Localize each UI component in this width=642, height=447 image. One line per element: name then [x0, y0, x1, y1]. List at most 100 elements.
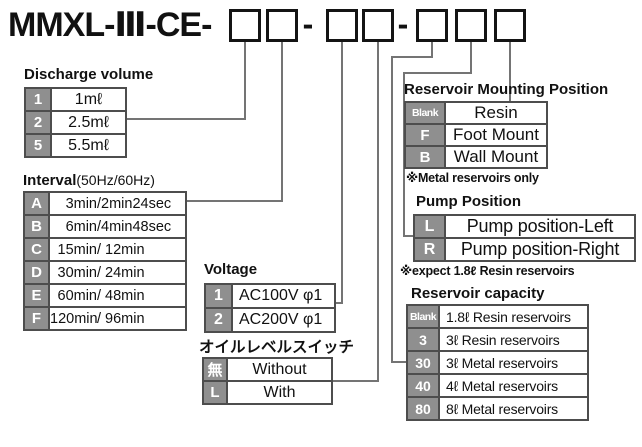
table-row: 2 2.5mℓ: [26, 110, 125, 133]
value-cell: Without: [252, 360, 307, 378]
table-row: Blank 1.8ℓ Resin reservoirs: [408, 306, 587, 327]
discharge-volume-title: Discharge volume: [24, 66, 154, 83]
voltage-title: Voltage: [204, 261, 258, 278]
code-cell: 5: [26, 135, 52, 156]
code-cell: 1: [26, 89, 52, 110]
value-cell: 30min/ 24min: [50, 262, 185, 283]
connector-box5-capacity-v1: [431, 42, 433, 58]
code-box-3: [326, 9, 358, 42]
code-cell: A: [25, 193, 50, 214]
code-cell: 40: [408, 375, 440, 396]
table-row: F Foot Mount: [406, 123, 546, 145]
code-cell: 2: [26, 112, 52, 133]
table-row: A 3min/2min24sec: [25, 193, 185, 214]
oil-level-switch-table: 無 Without L With: [202, 357, 333, 405]
interval-50hz: 6min: [65, 218, 97, 235]
connector-box5-capacity-v2: [391, 56, 393, 363]
interval-50hz: 3min: [65, 195, 97, 212]
reservoir-mounting-title: Reservoir Mounting Position: [404, 81, 609, 98]
code-box-4: [362, 9, 394, 42]
table-row: 80 8ℓ Metal reservoirs: [408, 396, 587, 419]
interval-table: A 3min/2min24sec B 6min/4min48sec C 15mi…: [23, 191, 187, 331]
table-row: 無 Without: [204, 359, 331, 380]
value-cell: 60min/ 48min: [50, 285, 185, 306]
table-row: L With: [204, 380, 331, 403]
code-box-2: [266, 9, 298, 42]
table-row: E 60min/ 48min: [25, 283, 185, 306]
discharge-volume-table: 1 1mℓ 2 2.5mℓ 5 5.5mℓ: [24, 87, 127, 158]
connector-box3-voltage-v: [341, 42, 343, 304]
code-cell: 80: [408, 398, 440, 419]
interval-50hz: 60min: [57, 287, 98, 304]
connector-box1-discharge-v: [244, 42, 246, 120]
code-cell: 30: [408, 352, 440, 373]
value-cell: Pump position-Left: [466, 216, 614, 236]
connector-box5-capacity-h1: [391, 56, 433, 58]
value-cell: 6min/4min48sec: [50, 216, 185, 237]
connector-box6-pump-h1: [403, 72, 472, 74]
interval-50hz: 15min: [57, 241, 98, 258]
reservoir-mounting-note: ※Metal reservoirs only: [406, 171, 539, 185]
code-cell: L: [415, 216, 446, 237]
interval-title-freq: (50Hz/60Hz): [76, 172, 155, 188]
value-cell: With: [263, 383, 296, 401]
oil-level-switch-title: オイルレベルスイッチ: [199, 339, 355, 356]
interval-50hz: 30min: [57, 264, 98, 281]
voltage-table: 1 AC100V φ1 2 AC200V φ1: [204, 283, 336, 333]
interval-60hz: / 24min: [97, 264, 145, 281]
value-cell: Foot Mount: [453, 125, 539, 144]
connector-box7-mounting-v: [509, 42, 511, 103]
code-cell: 無: [204, 359, 228, 380]
interval-60hz: /4min48sec: [97, 218, 172, 235]
connector-box2-interval-h: [185, 200, 283, 202]
connector-box5-capacity-h2: [391, 361, 408, 363]
code-cell: B: [406, 147, 446, 167]
value-cell: Pump position-Right: [460, 239, 620, 259]
value-cell: 3ℓ Metal reservoirs: [446, 354, 558, 371]
connector-box2-interval-v: [281, 42, 283, 202]
code-box-6: [455, 9, 487, 42]
code-cell: E: [25, 285, 50, 306]
value-cell: 1.8ℓ Resin reservoirs: [446, 308, 571, 325]
table-row: Blank Resin: [406, 103, 546, 123]
table-row: 1 AC100V φ1: [206, 285, 334, 307]
reservoir-capacity-title: Reservoir capacity: [411, 285, 545, 302]
interval-60hz: / 96min: [97, 310, 145, 327]
table-row: D 30min/ 24min: [25, 260, 185, 283]
table-row: 3 3ℓ Resin reservoirs: [408, 327, 587, 350]
code-box-1: [229, 9, 261, 42]
pump-position-table: L Pump position-Left R Pump position-Rig…: [413, 214, 636, 262]
code-cell: 2: [206, 309, 233, 331]
model-code-prefix: MMXL-Ⅲ-CE-: [8, 6, 212, 44]
connector-box4-oil-h: [331, 380, 379, 382]
pump-position-note: ※expect 1.8ℓ Resin reservoirs: [400, 264, 575, 278]
code-cell: Blank: [406, 103, 446, 123]
code-group-separator-2: -: [397, 6, 409, 42]
code-cell: F: [25, 308, 50, 329]
table-row: 2 AC200V φ1: [206, 307, 334, 331]
table-row: 1 1mℓ: [26, 89, 125, 110]
interval-60hz: / 12min: [97, 241, 145, 258]
value-cell: AC100V φ1: [239, 287, 323, 304]
table-row: 40 4ℓ Metal reservoirs: [408, 373, 587, 396]
table-row: R Pump position-Right: [415, 237, 634, 260]
interval-title: Interval(50Hz/60Hz): [23, 172, 155, 189]
connector-box6-pump-v1: [470, 42, 472, 74]
code-cell: C: [25, 239, 50, 260]
table-row: F 120min/ 96min: [25, 306, 185, 329]
connector-box4-oil-v: [377, 42, 379, 382]
code-cell: B: [25, 216, 50, 237]
table-row: 5 5.5mℓ: [26, 133, 125, 156]
value-cell: 120min/ 96min: [50, 308, 185, 329]
value-cell: 4ℓ Metal reservoirs: [446, 377, 558, 394]
table-row: 30 3ℓ Metal reservoirs: [408, 350, 587, 373]
value-cell: 15min/ 12min: [50, 239, 185, 260]
value-cell: 1mℓ: [74, 90, 103, 108]
reservoir-capacity-table: Blank 1.8ℓ Resin reservoirs 3 3ℓ Resin r…: [406, 304, 589, 421]
reservoir-mounting-table: Blank Resin F Foot Mount B Wall Mount: [404, 101, 548, 169]
pump-position-title: Pump Position: [416, 193, 521, 210]
code-cell: R: [415, 239, 446, 260]
code-group-separator-1: -: [302, 6, 314, 42]
interval-60hz: / 48min: [97, 287, 145, 304]
